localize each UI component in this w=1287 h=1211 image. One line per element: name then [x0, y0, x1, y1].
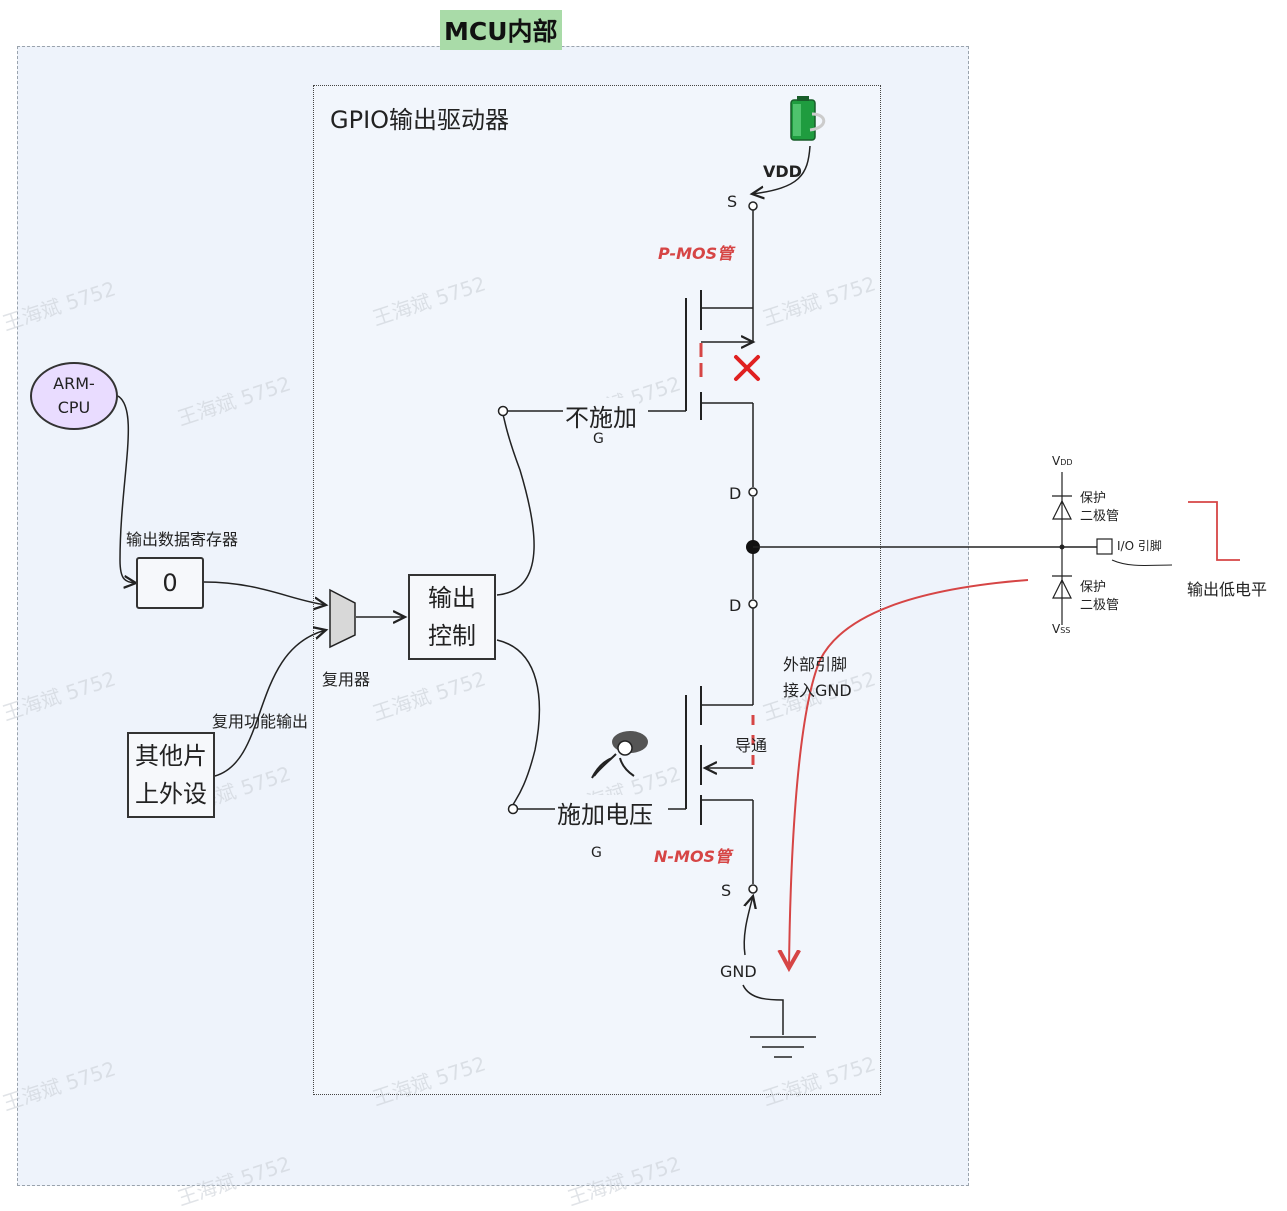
- nmos-source-label: S: [721, 881, 732, 900]
- external-gnd-label: 外部引脚 接入GND: [783, 655, 852, 700]
- pmos-label: P-MOS管: [658, 244, 734, 263]
- cpu-to-register-wire: [117, 395, 136, 583]
- x-mark-icon: [734, 355, 760, 381]
- control-to-pgate-wire: [496, 414, 535, 596]
- external-gnd-path-arrow: [789, 579, 1029, 968]
- io-pin-label: I/O 引脚: [1117, 539, 1162, 553]
- pmos-gate-state: 不施加: [563, 398, 639, 433]
- protection-vdd-label: VDD: [1052, 454, 1073, 468]
- output-data-register-label: 输出数据寄存器: [126, 530, 239, 549]
- mux-label: 复用器: [322, 670, 371, 689]
- pmos-source-label: S: [727, 192, 738, 211]
- output-data-register: 0: [136, 557, 204, 609]
- protection-diode-top-label: 保护 二极管: [1080, 491, 1120, 524]
- alt-function-output-label: 复用功能输出: [212, 712, 309, 731]
- nmos-conduct-label: 导通: [735, 736, 768, 755]
- low-level-waveform: [1188, 501, 1240, 561]
- vdd-arrow: [752, 145, 811, 194]
- protection-diode-network: [1052, 472, 1173, 625]
- pmos-gate-label: G: [593, 431, 604, 447]
- protection-vss-label: VSS: [1052, 622, 1071, 636]
- gnd-to-source-arrow: [744, 896, 753, 956]
- gpio-driver-title: GPIO输出驱动器: [330, 106, 510, 134]
- gpio-driver-container: [313, 85, 881, 1095]
- nmos-label: N-MOS管: [654, 847, 732, 866]
- vdd-label: VDD: [763, 162, 802, 181]
- nmos-drain-label: D: [729, 596, 742, 615]
- peripheral-to-mux-wire: [214, 630, 326, 777]
- ground-icon: [750, 1036, 816, 1058]
- nmos-gate-state: 施加电压: [555, 795, 655, 830]
- output-low-level-label: 输出低电平: [1187, 580, 1268, 599]
- protection-diode-bottom-label: 保护 二极管: [1080, 580, 1120, 613]
- pmos-drain-label: D: [729, 484, 742, 503]
- gnd-label: GND: [720, 962, 757, 981]
- nmos-symbol: [668, 599, 758, 894]
- gnd-to-symbol-wire: [742, 984, 784, 1035]
- output-control-box: 输出 控制: [408, 574, 496, 660]
- control-to-ngate-wire: [496, 639, 541, 806]
- register-to-mux-wire: [203, 581, 326, 605]
- battery-icon: [790, 96, 826, 141]
- lifting-man-icon: [591, 731, 648, 779]
- arm-cpu-node: ARM- CPU: [30, 362, 118, 430]
- nmos-gate-label: G: [591, 845, 602, 861]
- io-pin-square: [1096, 538, 1113, 555]
- mcu-title: MCU内部: [440, 10, 562, 50]
- mux-shape: [329, 588, 356, 649]
- pmos-symbol: [648, 201, 760, 497]
- other-peripheral-box: 其他片 上外设: [127, 732, 215, 818]
